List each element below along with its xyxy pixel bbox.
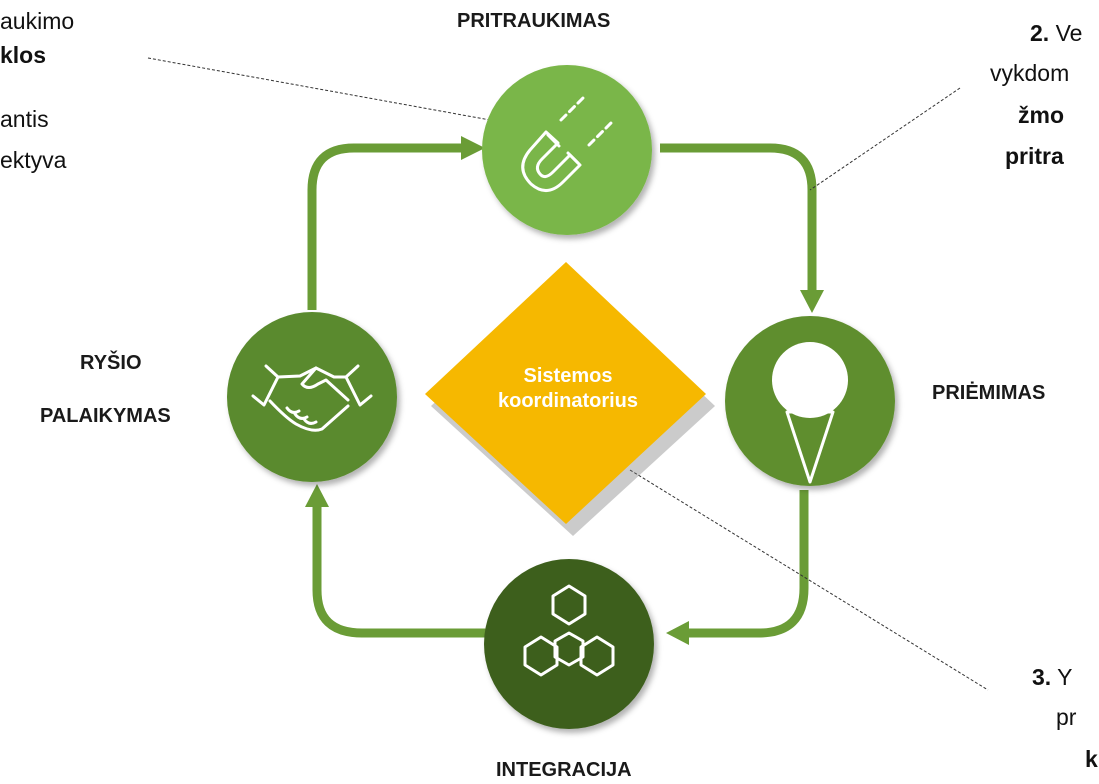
note-2-line3: žmo [1018, 100, 1064, 130]
stage-label-left-line1: RYŠIO [80, 352, 142, 374]
leader-line [809, 87, 961, 191]
arrowhead-icon [666, 621, 689, 645]
stage-label-bottom: INTEGRACIJA [496, 759, 632, 781]
stage-label-right: PRIĖMIMAS [932, 382, 1046, 404]
note-1-line2-bold: klos [0, 42, 47, 68]
stage-top [482, 65, 652, 235]
center-diamond [425, 262, 715, 536]
hexagon-cluster-icon [523, 584, 615, 677]
note-1-line3: antis [0, 106, 49, 132]
arrowhead-icon [800, 290, 824, 313]
center-label: Sistemos koordinatorius [433, 364, 703, 414]
center-label-line2: koordinatorius [497, 390, 638, 412]
note-2-number: 2. [1030, 20, 1050, 46]
note-2-line3-bold: žmo [1018, 102, 1064, 128]
note-2-line1: 2. Ve [1030, 18, 1082, 48]
stage-label-left-line2: PALAIKYMAS [40, 405, 171, 427]
note-3-line3: k [1085, 744, 1098, 774]
note-2-line4-bold: pritra [1005, 143, 1064, 169]
stage-label-top: PRITRAUKIMAS [457, 10, 611, 32]
note-3-number: 3. [1032, 664, 1052, 690]
note-3-line3-bold: k [1085, 746, 1098, 772]
stage-left [227, 312, 397, 482]
stage-bottom [484, 559, 654, 729]
stage-right [725, 316, 895, 486]
arrowhead-icon [461, 136, 485, 160]
note-3-line1: 3. Y [1032, 662, 1073, 692]
note-2: 2. Ve vykdom žmo pritra [960, 18, 1099, 188]
cycle-loop [307, 143, 817, 638]
note-1-line1: aukimo [0, 8, 75, 34]
note-3-line2: pr [1056, 704, 1077, 730]
note-1-line2: klos [0, 40, 46, 70]
map-pin-icon [772, 342, 848, 484]
note-2-line4: pritra [1005, 141, 1064, 171]
arrowhead-icon [305, 484, 329, 507]
note-1-line4: ektyva [0, 147, 67, 173]
leader-line [147, 57, 491, 121]
note-3-line1-text: Y [1051, 664, 1073, 690]
center-label-line1: Sistemos [523, 365, 613, 387]
leader-line [629, 469, 989, 691]
note-2-line2: vykdom [990, 60, 1070, 86]
magnet-icon [521, 96, 613, 192]
note-2-line1-text: Ve [1049, 20, 1083, 46]
handshake-icon [251, 364, 373, 432]
note-3: 3. Y pr k [1000, 662, 1099, 784]
